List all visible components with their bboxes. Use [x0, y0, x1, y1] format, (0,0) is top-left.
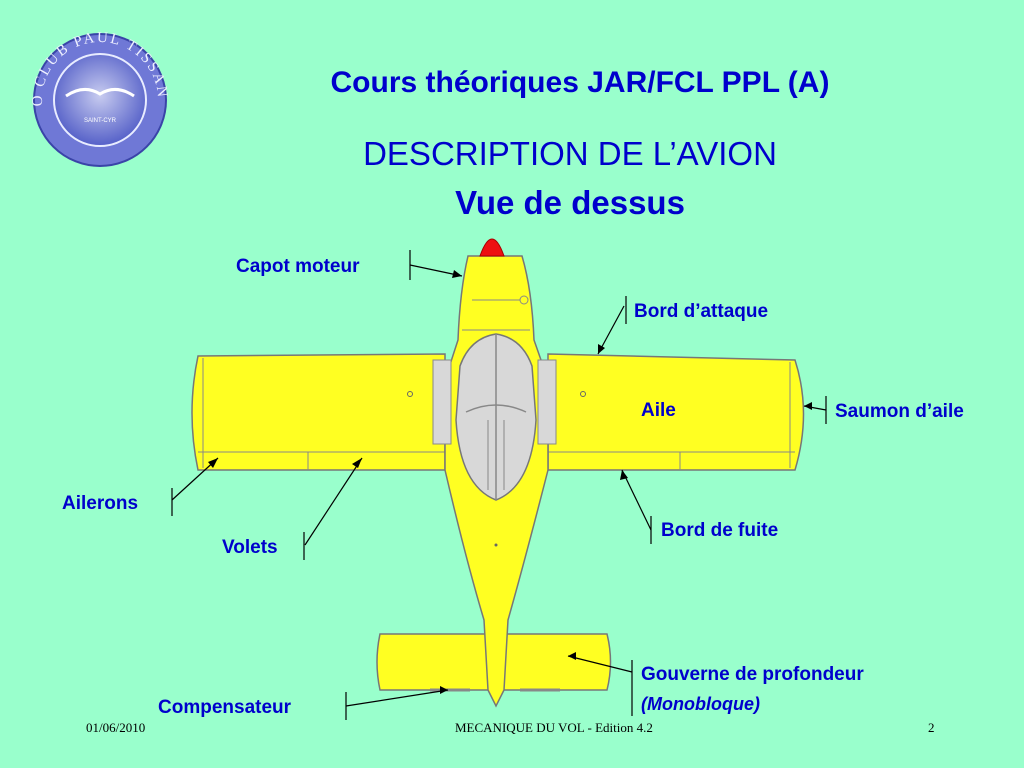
leader-bord-fuite — [621, 469, 652, 531]
label-capot-moteur: Capot moteur — [236, 256, 360, 277]
label-volets: Volets — [222, 537, 278, 558]
leader-bord-attaque — [597, 305, 625, 355]
course-title: Cours théoriques JAR/FCL PPL (A) — [330, 66, 830, 99]
svg-text:SAINT-CYR: SAINT-CYR — [84, 118, 117, 124]
footer-page-number: 2 — [928, 720, 935, 735]
spinner — [479, 238, 505, 257]
canopy — [455, 333, 537, 501]
svg-text:AERO CLUB PAUL TISSANDIER: AERO CLUB PAUL TISSANDIER — [0, 0, 170, 106]
fuselage — [444, 255, 549, 708]
footer-date: 01/06/2010 — [86, 720, 146, 735]
leader-gouverne — [567, 655, 633, 673]
label-gouverne-profondeur: Gouverne de profondeur — [641, 664, 864, 685]
label-aile: Aile — [641, 400, 676, 421]
label-bord-fuite: Bord de fuite — [661, 520, 779, 541]
leader-compensateur — [345, 689, 449, 707]
label-monobloque: (Monobloque) — [641, 694, 760, 714]
label-ailerons: Ailerons — [62, 493, 139, 514]
label-bord-attaque: Bord d’attaque — [634, 301, 769, 322]
label-saumon-aile: Saumon d’aile — [835, 401, 964, 422]
horizontal-stabilizer — [376, 633, 612, 691]
section-title: DESCRIPTION DE L’AVION — [363, 135, 777, 172]
leader-capot — [409, 264, 463, 277]
footer-course: MECANIQUE DU VOL - Edition 4.2 — [455, 720, 653, 735]
leader-ailerons — [171, 457, 219, 501]
view-title: Vue de dessus — [455, 184, 685, 221]
wing — [191, 353, 446, 471]
leader-volets — [304, 457, 363, 546]
label-compensateur: Compensateur — [158, 697, 292, 718]
leader-saumon — [803, 405, 827, 411]
